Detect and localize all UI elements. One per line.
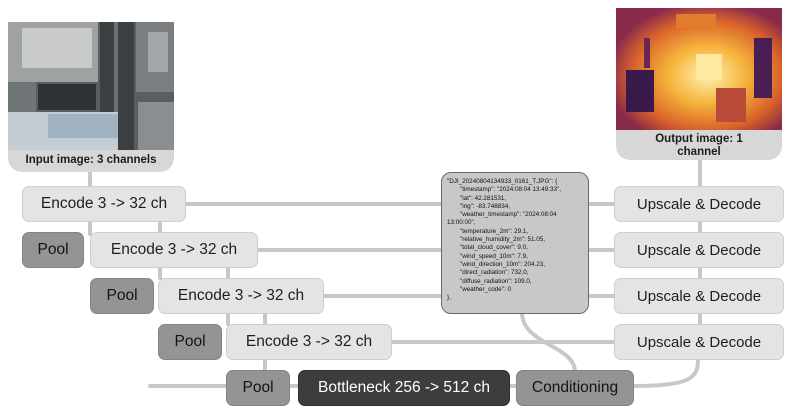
input-caption-text: Input image: 3 channels	[25, 154, 157, 166]
encode-block-2: Encode 3 -> 32 ch	[90, 232, 258, 268]
decode-label-2: Upscale & Decode	[636, 241, 762, 259]
output-caption-line1: Output image: 1	[655, 133, 743, 145]
pool-label-4: Pool	[242, 379, 274, 396]
metadata-line: "wind_direction_10m": 204.23,	[460, 260, 545, 268]
bottleneck-block: Bottleneck 256 -> 512 ch	[298, 370, 510, 406]
pool-block-4: Pool	[226, 370, 290, 406]
metadata-line: "timestamp": "2024:08:04 13:49:33",	[460, 186, 562, 194]
conditioning-label: Conditioning	[531, 379, 619, 396]
metadata-box: "DJI_20240804134933_0161_T.JPG": { "time…	[441, 172, 589, 314]
metadata-line: "diffuse_radiation": 109.0,	[460, 277, 532, 285]
metadata-line: "lng": -83.748834,	[460, 202, 510, 210]
metadata-line: "lat": 42.281531,	[460, 194, 507, 202]
output-caption-line2: channel	[677, 146, 721, 158]
metadata-line: "DJI_20240804134933_0161_T.JPG": {	[447, 178, 558, 185]
metadata-line: "weather_timestamp": "2024:08:04	[460, 211, 557, 219]
pool-block-2: Pool	[90, 278, 154, 314]
decode-label-4: Upscale & Decode	[636, 333, 762, 351]
encode-label-1: Encode 3 -> 32 ch	[40, 195, 168, 212]
decode-label-3: Upscale & Decode	[636, 287, 762, 305]
decode-label-1: Upscale & Decode	[636, 195, 762, 213]
metadata-line: "weather_code": 0	[460, 285, 512, 293]
output-image	[616, 8, 782, 130]
pool-label-1: Pool	[37, 241, 69, 258]
pool-label-2: Pool	[106, 287, 138, 304]
encode-label-3: Encode 3 -> 32 ch	[177, 287, 305, 304]
encode-block-3: Encode 3 -> 32 ch	[158, 278, 324, 314]
pool-block-1: Pool	[22, 232, 84, 268]
input-image-caption: Input image: 3 channels	[8, 150, 174, 172]
metadata-line: "total_cloud_cover": 9.0,	[460, 244, 528, 252]
conditioning-block: Conditioning	[516, 370, 634, 406]
decode-block-3: Upscale & Decode	[614, 278, 784, 314]
metadata-line: "temperature_2m": 29.1,	[460, 227, 529, 235]
encode-label-4: Encode 3 -> 32 ch	[245, 333, 373, 350]
metadata-line: "relative_humidity_2m": 51.05,	[460, 236, 545, 244]
output-image-caption: Output image: 1 channel	[616, 130, 782, 160]
encode-block-4: Encode 3 -> 32 ch	[226, 324, 392, 360]
thermal-image-icon	[616, 8, 782, 130]
pool-block-3: Pool	[158, 324, 222, 360]
decode-block-1: Upscale & Decode	[614, 186, 784, 222]
metadata-line: 13:00:00",	[447, 219, 476, 227]
metadata-line: "wind_speed_10m": 7.9,	[460, 252, 528, 260]
encode-label-2: Encode 3 -> 32 ch	[110, 241, 238, 258]
encode-block-1: Encode 3 -> 32 ch	[22, 186, 186, 222]
aerial-photo-icon	[8, 22, 174, 150]
metadata-line: },	[447, 294, 451, 302]
pool-label-3: Pool	[174, 333, 206, 350]
input-image	[8, 22, 174, 150]
decode-block-4: Upscale & Decode	[614, 324, 784, 360]
bottleneck-label: Bottleneck 256 -> 512 ch	[318, 379, 490, 396]
decode-block-2: Upscale & Decode	[614, 232, 784, 268]
metadata-line: "direct_radiation": 732.0,	[460, 269, 529, 277]
